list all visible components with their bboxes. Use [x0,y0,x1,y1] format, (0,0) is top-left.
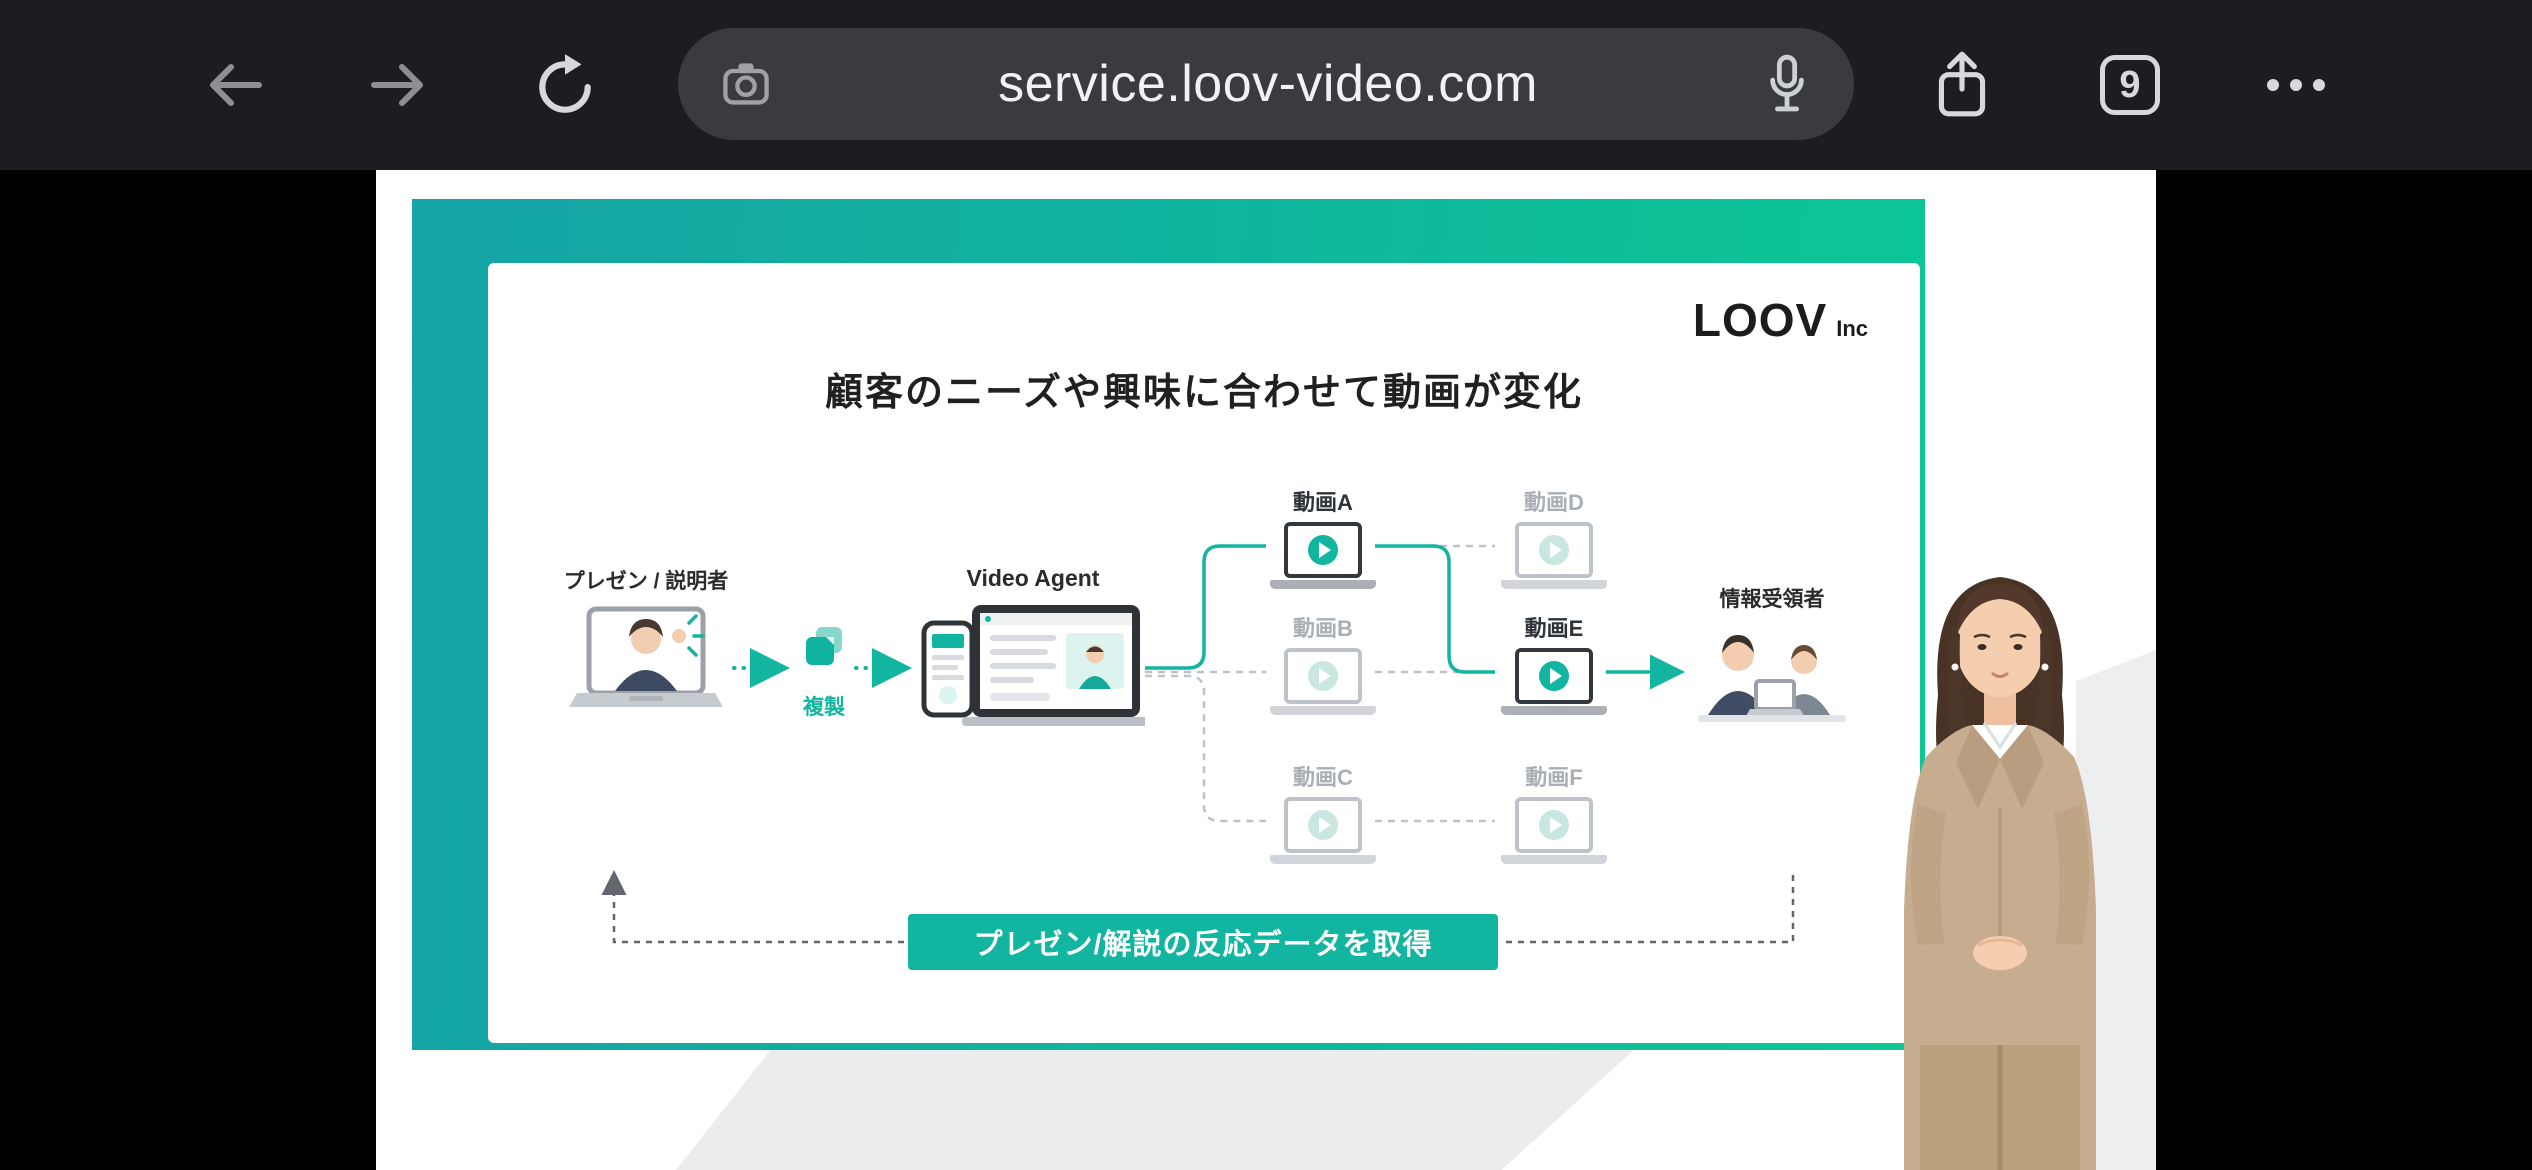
banner-label: プレゼン/解説の反応データを取得 [973,929,1433,961]
video-node-a: 動画A [1268,485,1378,589]
play-icon [1308,535,1338,565]
back-button[interactable] [200,0,270,170]
lens-camera-icon[interactable] [720,58,772,110]
url-text: service.loov-video.com [998,55,1538,113]
slide-title: 顧客のニーズや興味に合わせて動画が変化 [824,372,1584,414]
play-icon [1308,810,1338,840]
laptop-icon [1268,522,1378,589]
laptop-screen [1284,648,1362,704]
tab-count-box: 9 [2100,55,2160,115]
copy-icon [806,627,842,665]
laptop-screen [1284,797,1362,853]
mic-icon[interactable] [1764,53,1810,115]
video-label: 動画C [1293,765,1353,790]
presenter-label: プレゼン / 説明者 [563,570,729,593]
presenter-avatar [1904,577,2096,1170]
background-shape-bottom [676,1048,1636,1170]
laptop-base [1501,706,1607,715]
laptop-base [1270,706,1376,715]
laptop-screen [1284,522,1362,578]
logo-text: LOOV [1692,294,1828,346]
agent-illustration [921,605,1145,726]
tab-count: 9 [2119,63,2141,106]
video-node-c: 動画C [1268,760,1378,864]
tab-switcher-button[interactable]: 9 [2098,0,2162,170]
slide-frame: LOOV Inc 顧客のニーズや興味に合わせて動画が変化 [412,199,1925,1050]
play-icon [1308,661,1338,691]
laptop-base [1270,855,1376,864]
laptop-base [1501,855,1607,864]
laptop-icon [1268,648,1378,715]
video-label: 動画D [1524,490,1584,515]
play-icon [1539,535,1569,565]
laptop-icon [1268,797,1378,864]
video-node-b: 動画B [1268,611,1378,715]
forward-icon [371,64,423,106]
share-icon [1938,51,1986,117]
laptop-screen [1515,797,1593,853]
laptop-base [1270,580,1376,589]
reload-button[interactable] [528,0,602,170]
recipients-label: 情報受領者 [1719,588,1825,611]
video-player-area[interactable]: LOOV Inc 顧客のニーズや興味に合わせて動画が変化 [376,170,2156,1170]
laptop-icon [1499,522,1609,589]
laptop-icon [1499,648,1609,715]
laptop-screen [1515,522,1593,578]
browser-toolbar: service.loov-video.com 9 [0,0,2532,170]
video-label: 動画E [1524,616,1584,641]
feedback-banner: プレゼン/解説の反応データを取得 [908,914,1498,970]
logo-suffix: Inc [1836,316,1868,341]
forward-button[interactable] [363,0,433,170]
laptop-base [1501,580,1607,589]
loov-logo: LOOV Inc [1693,293,1868,347]
share-button[interactable] [1925,0,1999,170]
slide: LOOV Inc 顧客のニーズや興味に合わせて動画が変化 [488,263,1920,1043]
play-icon [1539,661,1569,691]
back-icon [210,64,262,106]
menu-button[interactable] [2258,0,2334,170]
reload-icon [539,54,591,113]
play-icon [1539,810,1569,840]
video-node-d: 動画D [1499,485,1609,589]
video-label: 動画F [1525,765,1583,790]
url-bar[interactable]: service.loov-video.com [678,28,1854,140]
ellipsis-icon [2267,79,2325,91]
video-node-e: 動画E [1499,611,1609,715]
video-label: 動画A [1293,490,1353,515]
presenter-illustration [569,606,723,707]
diagram-connectors [601,544,1795,944]
laptop-screen [1515,648,1593,704]
video-label: 動画B [1293,616,1353,641]
agent-label: Video Agent [966,565,1100,591]
video-node-f: 動画F [1499,760,1609,864]
laptop-icon [1499,797,1609,864]
copy-label: 複製 [803,696,845,719]
recipients-illustration [1698,635,1846,722]
